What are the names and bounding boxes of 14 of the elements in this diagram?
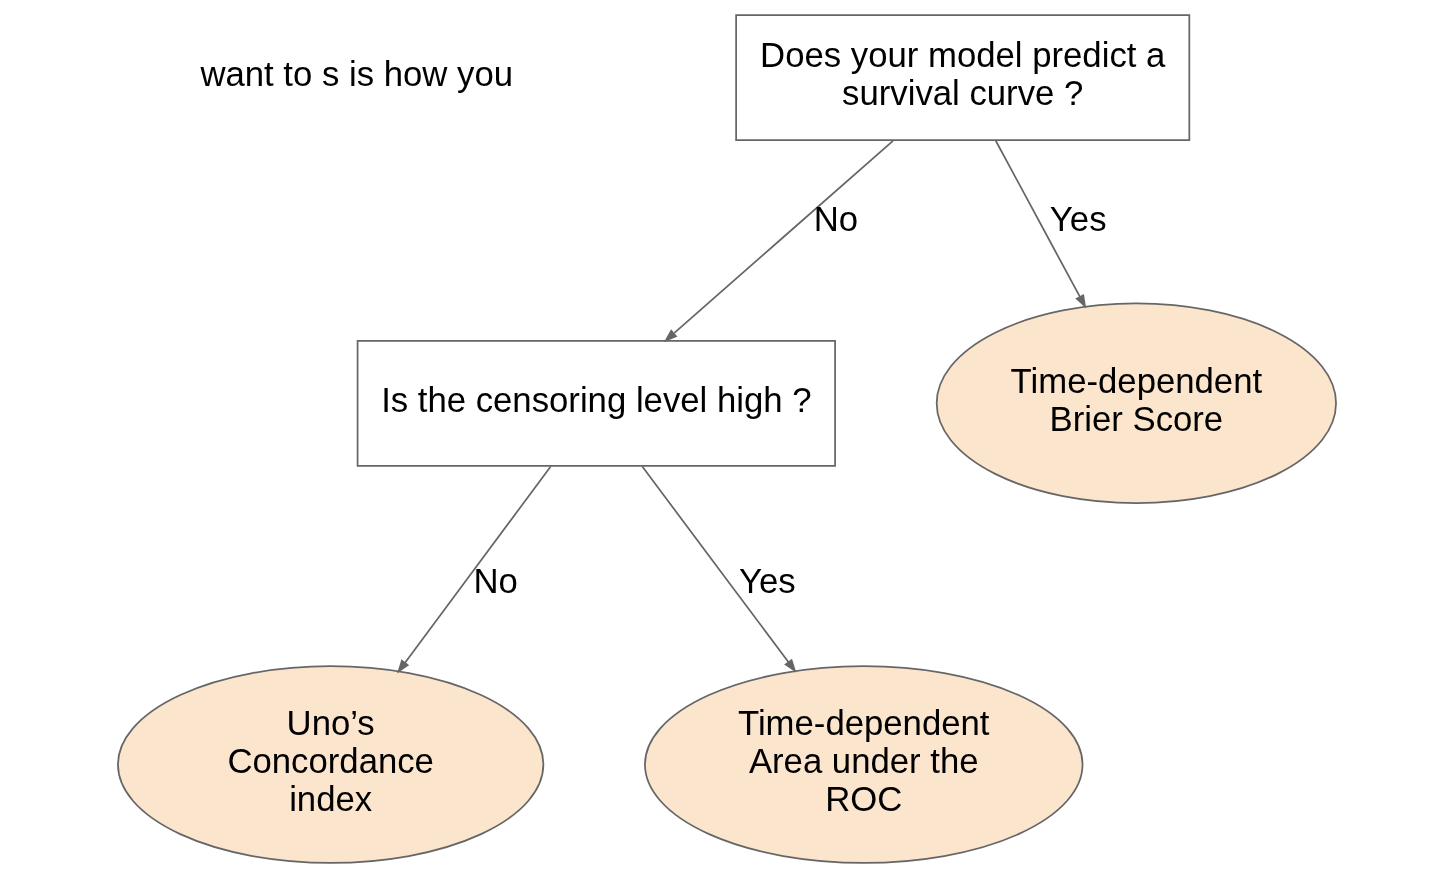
node-ellipse: Time-dependent Area under the ROC bbox=[644, 665, 1084, 864]
arrow bbox=[663, 139, 894, 343]
node-ellipse: Uno’s Concordance index bbox=[117, 665, 545, 864]
node-box: Is the censoring level high ? bbox=[356, 339, 836, 467]
node-box: Does your model predict a survival curve ? bbox=[735, 14, 1191, 142]
label: want to s is how you bbox=[200, 55, 514, 94]
edge-label: No bbox=[813, 199, 859, 238]
edge-label: Yes bbox=[1049, 199, 1107, 238]
arrow bbox=[641, 465, 797, 673]
edge-label: Yes bbox=[739, 562, 796, 601]
arrow bbox=[397, 465, 552, 674]
arrow bbox=[994, 139, 1087, 309]
node-ellipse: Time-dependent Brier Score bbox=[935, 302, 1337, 504]
edge-label: No bbox=[473, 562, 518, 601]
